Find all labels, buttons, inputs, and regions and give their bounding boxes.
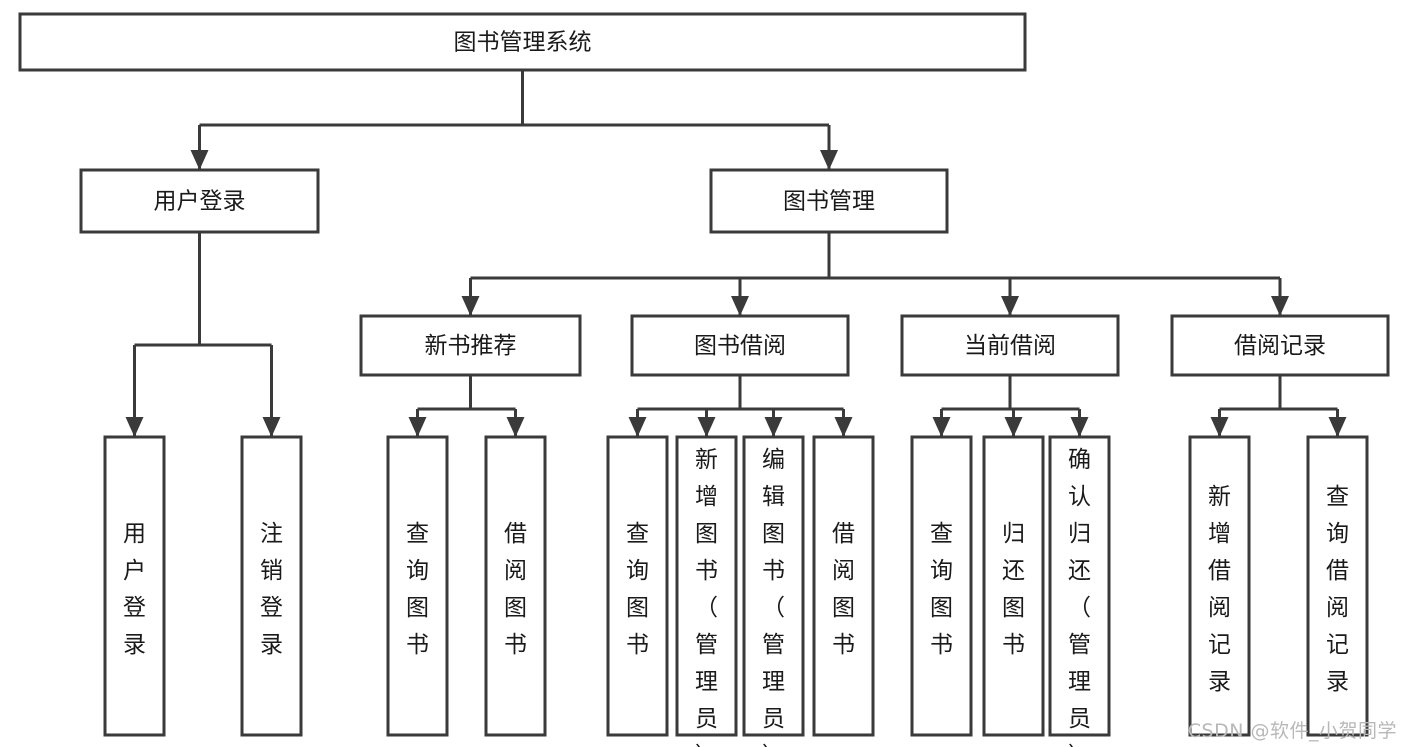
arrow-head-icon: [461, 296, 480, 316]
arrow-head-icon: [1210, 417, 1229, 437]
arrow-head-icon: [506, 417, 525, 437]
node-label-leaf-user-login: 用户登录: [123, 521, 146, 658]
arrow-head-icon: [764, 417, 783, 437]
node-box-leaf-query-book-1: [386, 435, 449, 737]
node-label-root: 图书管理系统: [454, 30, 592, 56]
node-box-leaf-add-borrow-record: [1188, 435, 1251, 737]
node-box-current-borrow: [900, 314, 1120, 377]
node-box-leaf-logout-login: [240, 435, 303, 737]
node-leaf-query-book-1[interactable]: 查询图书: [386, 435, 449, 737]
arrow-head-icon: [1328, 417, 1347, 437]
arrow-head-icon: [190, 150, 209, 170]
arrow-head-icon: [697, 417, 716, 437]
node-label-leaf-confirm-return-admin: 确认归还（管理员）: [1068, 447, 1091, 747]
node-label-book-borrow: 图书借阅: [694, 333, 786, 359]
connector-layer: [125, 70, 1347, 437]
node-box-leaf-return-book: [982, 435, 1045, 737]
node-label-leaf-add-book-admin: 新增图书（管理员）: [695, 447, 718, 747]
node-box-leaf-user-login: [103, 435, 166, 737]
node-label-leaf-query-borrow-record: 查询借阅记录: [1326, 484, 1349, 695]
node-leaf-query-book-3[interactable]: 查询图书: [910, 435, 973, 737]
node-label-leaf-add-borrow-record: 新增借阅记录: [1208, 484, 1231, 695]
node-leaf-user-login[interactable]: 用户登录: [103, 435, 166, 737]
arrow-head-icon: [262, 417, 281, 437]
node-box-leaf-add-book-admin: [675, 435, 738, 737]
arrow-head-icon: [408, 417, 427, 437]
node-label-leaf-borrow-book-2: 借阅图书: [832, 521, 855, 658]
watermark-text: CSDN @软件_小贺同学: [1187, 720, 1397, 742]
node-label-leaf-query-book-2: 查询图书: [626, 521, 649, 658]
node-label-leaf-edit-book-admin: 编辑图书（管理员）: [762, 447, 785, 747]
node-leaf-query-book-2[interactable]: 查询图书: [606, 435, 669, 737]
node-box-leaf-edit-book-admin: [742, 435, 805, 737]
node-label-new-book-recommend: 新书推荐: [425, 333, 517, 359]
node-label-borrow-record: 借阅记录: [1234, 333, 1326, 359]
node-new-book-recommend[interactable]: 新书推荐: [359, 314, 582, 377]
node-label-leaf-borrow-book-1: 借阅图书: [504, 521, 527, 658]
node-leaf-return-book[interactable]: 归还图书: [982, 435, 1045, 737]
node-label-leaf-query-book-1: 查询图书: [406, 521, 429, 658]
node-leaf-edit-book-admin[interactable]: 编辑图书（管理员）: [742, 435, 805, 747]
node-label-user-login: 用户登录: [154, 189, 246, 215]
node-box-leaf-query-book-3: [910, 435, 973, 737]
node-box-root: [18, 12, 1027, 72]
node-label-leaf-query-book-3: 查询图书: [930, 521, 953, 658]
node-box-new-book-recommend: [359, 314, 582, 377]
node-box-leaf-query-book-2: [606, 435, 669, 737]
node-box-leaf-query-borrow-record: [1306, 435, 1369, 737]
node-leaf-confirm-return-admin[interactable]: 确认归还（管理员）: [1048, 435, 1111, 747]
arrow-head-icon: [834, 417, 853, 437]
node-book-management[interactable]: 图书管理: [709, 168, 949, 234]
node-box-leaf-borrow-book-2: [812, 435, 875, 737]
arrow-head-icon: [932, 417, 951, 437]
arrow-head-icon: [1001, 296, 1019, 316]
node-user-login[interactable]: 用户登录: [79, 168, 320, 234]
node-box-book-borrow: [630, 314, 850, 377]
node-leaf-query-borrow-record[interactable]: 查询借阅记录: [1306, 435, 1369, 737]
node-layer: 图书管理系统用户登录图书管理新书推荐图书借阅当前借阅借阅记录用户登录注销登录查询…: [18, 12, 1390, 747]
arrow-head-icon: [628, 417, 647, 437]
node-leaf-borrow-book-1[interactable]: 借阅图书: [484, 435, 547, 737]
node-box-book-management: [709, 168, 949, 234]
node-box-borrow-record: [1170, 314, 1390, 377]
node-label-book-management: 图书管理: [783, 189, 875, 215]
node-leaf-logout-login[interactable]: 注销登录: [240, 435, 303, 737]
node-label-leaf-return-book: 归还图书: [1002, 521, 1025, 658]
node-box-user-login: [79, 168, 320, 234]
arrow-head-icon: [731, 296, 749, 316]
node-current-borrow[interactable]: 当前借阅: [900, 314, 1120, 377]
arrow-head-icon: [1271, 296, 1289, 316]
node-book-borrow[interactable]: 图书借阅: [630, 314, 850, 377]
node-leaf-add-borrow-record[interactable]: 新增借阅记录: [1188, 435, 1251, 737]
arrow-head-icon: [1004, 417, 1023, 437]
arrow-head-icon: [125, 417, 144, 437]
node-box-leaf-borrow-book-1: [484, 435, 547, 737]
node-label-current-borrow: 当前借阅: [964, 333, 1056, 359]
node-leaf-borrow-book-2[interactable]: 借阅图书: [812, 435, 875, 737]
arrow-head-icon: [820, 150, 838, 170]
node-leaf-add-book-admin[interactable]: 新增图书（管理员）: [675, 435, 738, 747]
node-box-leaf-confirm-return-admin: [1048, 435, 1111, 737]
node-label-leaf-logout-login: 注销登录: [260, 521, 283, 658]
arrow-head-icon: [1070, 417, 1089, 437]
node-root[interactable]: 图书管理系统: [18, 12, 1027, 72]
node-borrow-record[interactable]: 借阅记录: [1170, 314, 1390, 377]
